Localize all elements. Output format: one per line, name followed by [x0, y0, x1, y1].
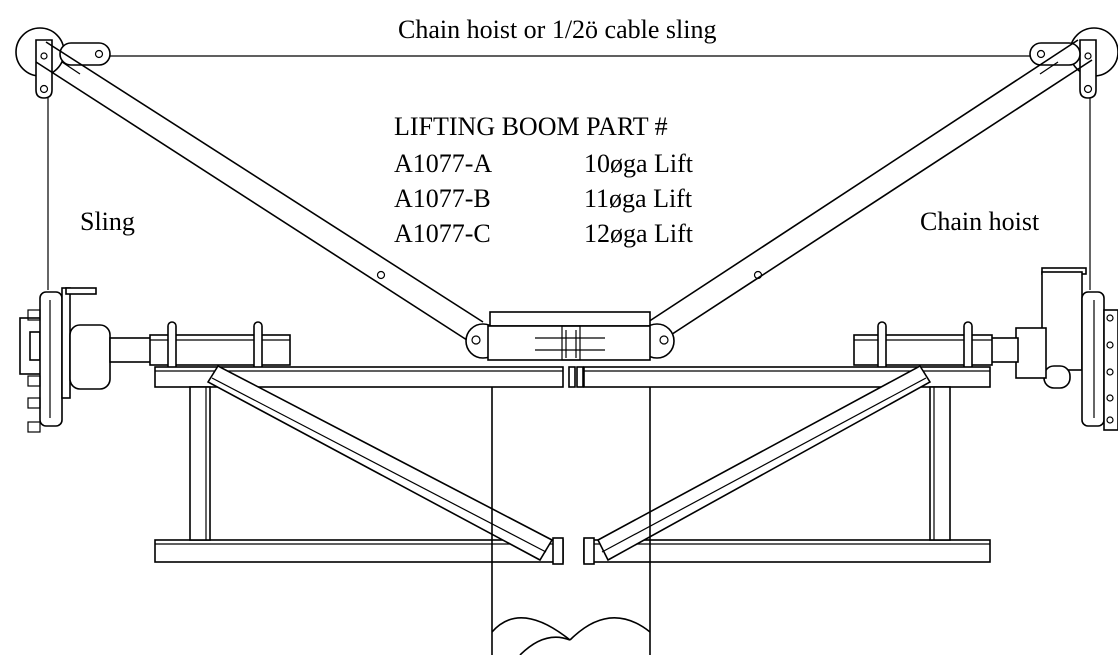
part-number-a: A1077-A — [394, 149, 492, 178]
center-clamp — [465, 311, 675, 361]
lower-frame — [154, 364, 991, 655]
left-pulley — [15, 27, 111, 99]
cable-sling-label: Chain hoist or 1/2ö cable sling — [398, 15, 716, 44]
part-number-c: A1077-C — [394, 219, 491, 248]
part-desc-a: 10øga Lift — [584, 149, 694, 178]
right-boom-arm — [647, 39, 1093, 343]
parts-table-heading: LIFTING BOOM PART # — [394, 112, 668, 141]
sling-label: Sling — [80, 207, 135, 236]
left-boom-arm — [35, 41, 484, 343]
parts-table: LIFTING BOOM PART # A1077-A 10øga Lift A… — [394, 112, 694, 248]
left-hub-assembly — [19, 287, 155, 433]
part-desc-b: 11øga Lift — [584, 184, 693, 213]
right-axle-tube — [853, 321, 993, 381]
left-axle-tube — [149, 321, 291, 381]
part-number-b: A1077-B — [394, 184, 491, 213]
right-pulley — [1029, 27, 1118, 99]
part-desc-c: 12øga Lift — [584, 219, 694, 248]
chain-hoist-label: Chain hoist — [920, 207, 1040, 236]
right-hub-assembly — [987, 267, 1118, 431]
